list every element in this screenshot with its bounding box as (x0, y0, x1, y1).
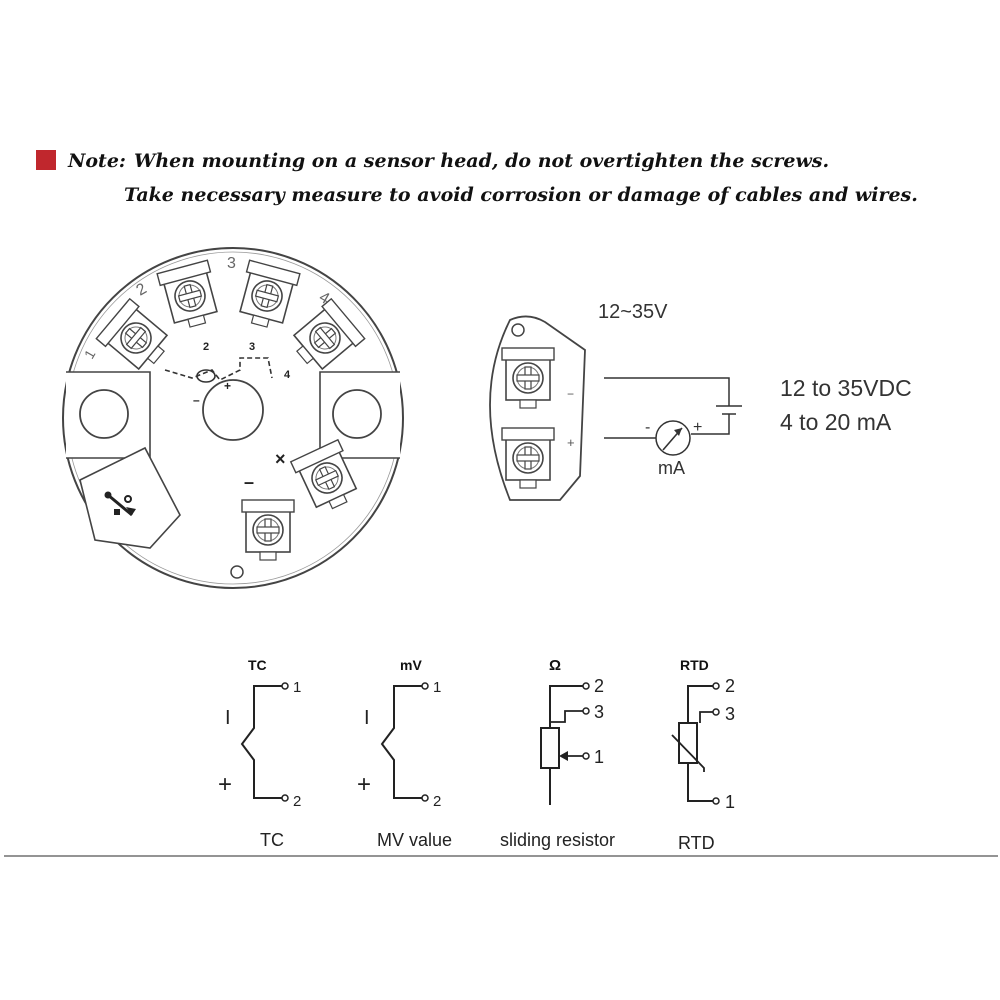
symbol-caption: sliding resistor (500, 830, 615, 850)
inner-label: 3 (249, 341, 255, 353)
sign-label: + (218, 771, 232, 798)
transmitter-head: 1 2 3 4 2 3 4 + – × – (62, 247, 404, 589)
pin-label: 3 (594, 702, 604, 722)
pin-label: 3 (725, 704, 735, 724)
sign-label: + (357, 771, 371, 798)
spec-current: 4 to 20 mA (780, 409, 892, 435)
inner-label: – (193, 393, 200, 407)
note-label: Note: (68, 150, 126, 172)
note-text-line-2: Take necessary measure to avoid corrosio… (124, 184, 918, 206)
minus-mark: – (244, 472, 254, 492)
inner-label: 2 (203, 341, 209, 353)
output-terminal-plus (501, 427, 555, 489)
note-text-line-1: When mounting on a sensor head, do not o… (134, 150, 830, 172)
symbol-caption: RTD (678, 833, 715, 853)
symbol-caption: MV value (377, 830, 452, 850)
terminal-minus-label: − (567, 387, 574, 401)
center-hole (202, 379, 264, 441)
pin-label: 1 (433, 679, 441, 696)
usb-icon (104, 491, 136, 517)
ammeter-minus: - (645, 419, 650, 436)
mounting-hole-right (332, 389, 382, 439)
symbol-thermocouple: TC 1 2 I + TC (218, 657, 301, 850)
spec-voltage: 12 to 35VDC (780, 375, 912, 401)
symbol-sliding-resistor: Ω 2 3 1 sliding resistor (500, 657, 615, 850)
pin-label: 1 (594, 747, 604, 767)
symbol-title: Ω (549, 657, 561, 674)
inner-label: 4 (284, 369, 291, 381)
resistor-body (540, 727, 560, 769)
output-terminal-minus (501, 347, 555, 409)
sign-label: I (364, 707, 370, 729)
mounting-hole-left (79, 389, 129, 439)
pin-label: 1 (725, 792, 735, 812)
symbol-millivolt: mV 1 2 I + MV value (357, 657, 452, 850)
symbol-title: RTD (680, 657, 709, 673)
inner-label: + (224, 379, 231, 393)
sign-label: I (225, 707, 231, 729)
symbol-title: TC (248, 657, 267, 673)
ammeter-label: mA (658, 458, 685, 478)
ammeter-plus: + (693, 419, 702, 436)
terminal-minus (241, 499, 295, 561)
symbol-rtd: RTD 2 3 1 RTD (671, 657, 735, 853)
pin-label: 2 (594, 676, 604, 696)
symbol-caption: TC (260, 830, 284, 850)
wiper-arrow (559, 751, 568, 761)
supply-label: 12~35V (598, 301, 668, 323)
pin-label: 2 (293, 793, 301, 810)
pin-label: 2 (725, 676, 735, 696)
power-loop: 12~35V - + mA 12 to 35VDC 4 to 20 mA (598, 301, 912, 478)
output-terminal-block: − + (489, 315, 586, 501)
pin-label: 2 (433, 793, 441, 810)
terminal-number: 3 (227, 255, 236, 272)
note-marker (36, 150, 56, 170)
pin-label: 1 (293, 679, 301, 696)
plus-mark: × (275, 449, 286, 469)
symbol-title: mV (400, 657, 422, 673)
terminal-plus-label: + (567, 435, 575, 450)
